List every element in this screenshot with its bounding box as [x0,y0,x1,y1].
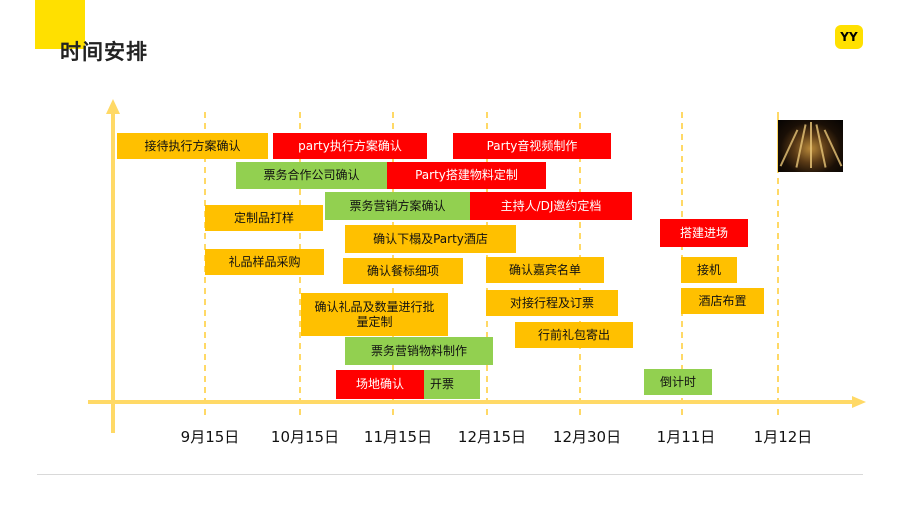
task-bar: 接待执行方案确认 [117,133,268,159]
task-bar: party执行方案确认 [273,133,427,159]
task-bar: 确认餐标细项 [343,258,463,284]
task-bar: 酒店布置 [681,288,764,314]
task-bar: Party搭建物料定制 [387,162,546,189]
date-label: 1月11日 [656,428,716,446]
task-bar: 场地确认 [336,370,424,399]
task-bar: 搭建进场 [660,219,748,247]
y-axis-arrow-icon [106,99,120,114]
task-bar: 票务营销方案确认 [325,192,470,220]
date-label: 11月15日 [363,428,433,446]
task-bar: 票务合作公司确认 [236,162,387,189]
slide-title: 时间安排 [60,40,148,64]
footer-divider [37,474,863,475]
task-bar: 票务营销物料制作 [345,337,493,365]
date-label: 12月30日 [552,428,622,446]
task-bar: 接机 [681,257,737,283]
task-bar: 开票 [424,370,480,399]
task-bar: 主持人/DJ邀约定档 [470,192,632,220]
date-label: 1月12日 [753,428,813,446]
task-bar: Party音视频制作 [453,133,611,159]
yy-logo-icon: YY [835,25,863,49]
task-bar: 礼品样品采购 [205,249,324,275]
task-bar: 行前礼包寄出 [515,322,633,348]
task-bar: 定制品打样 [205,205,323,231]
corner-accent [35,0,85,49]
task-bar: 倒计时 [644,369,712,395]
task-bar: 确认下榻及Party酒店 [345,225,516,253]
date-label: 10月15日 [270,428,340,446]
stage-photo-icon [778,120,843,172]
task-bar: 确认嘉宾名单 [486,257,604,283]
task-bar: 对接行程及订票 [486,290,618,316]
x-axis-arrow-icon [852,396,866,408]
date-label: 12月15日 [457,428,527,446]
date-label: 9月15日 [180,428,240,446]
task-bar: 确认礼品及数量进行批量定制 [301,293,448,336]
